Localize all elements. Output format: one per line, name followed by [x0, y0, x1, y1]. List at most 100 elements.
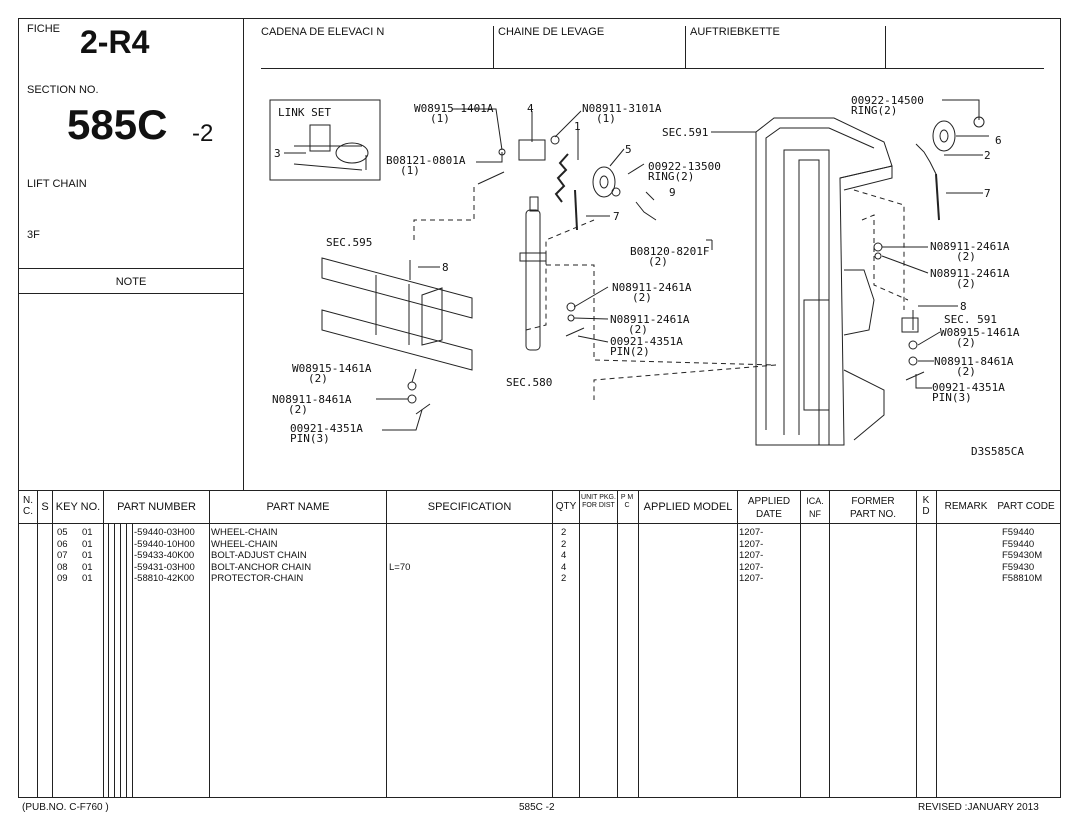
hdr-ica: ICA. NF: [806, 496, 824, 519]
hdr-key: KEY NO.: [55, 501, 101, 513]
callout-38: N08911-8461A: [272, 393, 352, 406]
col-sep: [936, 490, 937, 798]
callout-35: (2): [308, 372, 328, 385]
cell-part-number: -59433-40K00: [134, 550, 195, 561]
callout-5: (1): [596, 112, 616, 125]
cell-code: F59440: [1002, 538, 1035, 550]
cell-qty: 2: [561, 527, 567, 538]
callout-21: (2): [648, 255, 668, 268]
cell-key: 01: [82, 538, 93, 550]
callout-31: 00921-4351A: [610, 335, 683, 348]
callout-44: 00921-4351A: [932, 381, 1005, 394]
parts-diagram: LINK SET SEC.591 SEC.595 SEC.580 SEC. 59…: [269, 94, 1024, 458]
cell-part-name: PROTECTOR-CHAIN: [211, 573, 304, 584]
pn-sub-rule: [132, 523, 133, 798]
col-sep: [916, 490, 917, 798]
note-bottom-line: [18, 293, 244, 294]
callout-10: B08121-0801A: [386, 154, 466, 167]
title-de: AUFTRIEBKETTE: [690, 26, 780, 38]
col-sep: [737, 490, 738, 798]
hdr-pmc: P M C: [620, 494, 634, 509]
callout-19: 7: [984, 187, 991, 200]
callout-2: (1): [430, 112, 450, 125]
hdr-nc: N. C.: [23, 495, 33, 517]
callout-9: 6: [995, 134, 1002, 147]
title-es: CADENA DE ELEVACI N: [261, 26, 385, 38]
cell-part-name: BOLT-ANCHOR CHAIN: [211, 561, 312, 573]
callout-32: PIN(2): [610, 345, 650, 358]
callout-18: 2: [984, 149, 991, 162]
sec-595-label: SEC.595: [326, 236, 372, 249]
col-sep: [829, 490, 830, 798]
cell-qty: 2: [561, 573, 567, 584]
hdr-former: FORMER PART NO.: [849, 496, 897, 520]
callout-17: 7: [613, 210, 620, 223]
callout-25: N08911-2461A: [930, 267, 1010, 280]
model-code: 3F: [27, 229, 40, 241]
cell-qty: 2: [561, 538, 567, 550]
cell-ref: 05: [57, 527, 68, 538]
hdr-part-code: PART CODE: [997, 501, 1055, 512]
cell-ref: 07: [57, 550, 68, 561]
cell-part-name: WHEEL-CHAIN: [211, 527, 278, 538]
footer-page: 585C -2: [519, 802, 555, 813]
pn-sub-rule: [108, 523, 109, 798]
cell-key: 01: [82, 550, 93, 561]
hdr-spec: SPECIFICATION: [427, 501, 512, 513]
callout-15: RING(2): [648, 170, 694, 183]
callout-29: N08911-2461A: [610, 313, 690, 326]
hdr-remark: REMARK: [944, 501, 988, 512]
callout-23: N08911-2461A: [930, 240, 1010, 253]
title-underline: [261, 68, 1044, 69]
hdr-unit: UNIT PKG. FOR DIST: [581, 494, 616, 509]
hdr-applied-date: APPLIED DATE: [747, 496, 791, 520]
hdr-applied-model: APPLIED MODEL: [643, 501, 733, 513]
cell-date: 1207-: [739, 573, 764, 584]
cell-qty: 4: [561, 561, 567, 573]
sec-591b-label: SEC. 591: [944, 313, 997, 326]
fiche-label: FICHE: [27, 23, 60, 35]
callout-22: 8: [442, 261, 449, 274]
col-sep: [800, 490, 801, 798]
callout-3: 4: [527, 102, 534, 115]
cell-ref: 08: [57, 561, 68, 573]
col-sep: [209, 490, 210, 798]
cell-qty: 4: [561, 550, 567, 561]
title-sep-2: [685, 26, 686, 68]
hdr-qty: QTY: [555, 501, 577, 512]
callout-40: N08911-8461A: [934, 355, 1014, 368]
callout-36: W08915-1461A: [940, 326, 1020, 339]
col-sep: [638, 490, 639, 798]
cell-part-number: -59440-03H00: [134, 527, 195, 538]
left-panel-divider: [243, 18, 244, 490]
sec-591-label: SEC.591: [662, 126, 708, 139]
callout-33: 8: [960, 300, 967, 313]
callout-34: W08915-1461A: [292, 362, 372, 375]
cell-code: F59430: [1002, 561, 1035, 573]
callout-11: (1): [400, 164, 420, 177]
callout-28: (2): [632, 291, 652, 304]
footer-revised: REVISED :JANUARY 2013: [918, 802, 1039, 813]
note-top-line: [18, 268, 244, 269]
cell-ref: 06: [57, 538, 68, 550]
callout-30: (2): [628, 323, 648, 336]
callout-43: PIN(3): [290, 432, 330, 445]
cell-part-name: BOLT-ADJUST CHAIN: [211, 550, 307, 561]
cell-part-name: WHEEL-CHAIN: [211, 538, 278, 550]
pn-sub-rule: [126, 523, 127, 798]
cell-spec: L=70: [389, 561, 411, 573]
link-set-box: [269, 99, 381, 181]
callout-12: 3: [274, 147, 281, 160]
sec-580-label: SEC.580: [506, 376, 552, 389]
cell-date: 1207-: [739, 538, 764, 550]
cell-part-number: -58810-42K00: [134, 573, 195, 584]
cell-code: F58810M: [1002, 573, 1043, 584]
callout-24: (2): [956, 250, 976, 263]
cell-date: 1207-: [739, 550, 764, 561]
diagram-code: D3S585CA: [971, 445, 1024, 458]
cell-part-number: -59440-10H00: [134, 538, 195, 550]
pn-sub-rule: [114, 523, 115, 798]
callout-13: 5: [625, 143, 632, 156]
cell-part-number: -59431-03H00: [134, 561, 195, 573]
callout-14: 00922-13500: [648, 160, 721, 173]
